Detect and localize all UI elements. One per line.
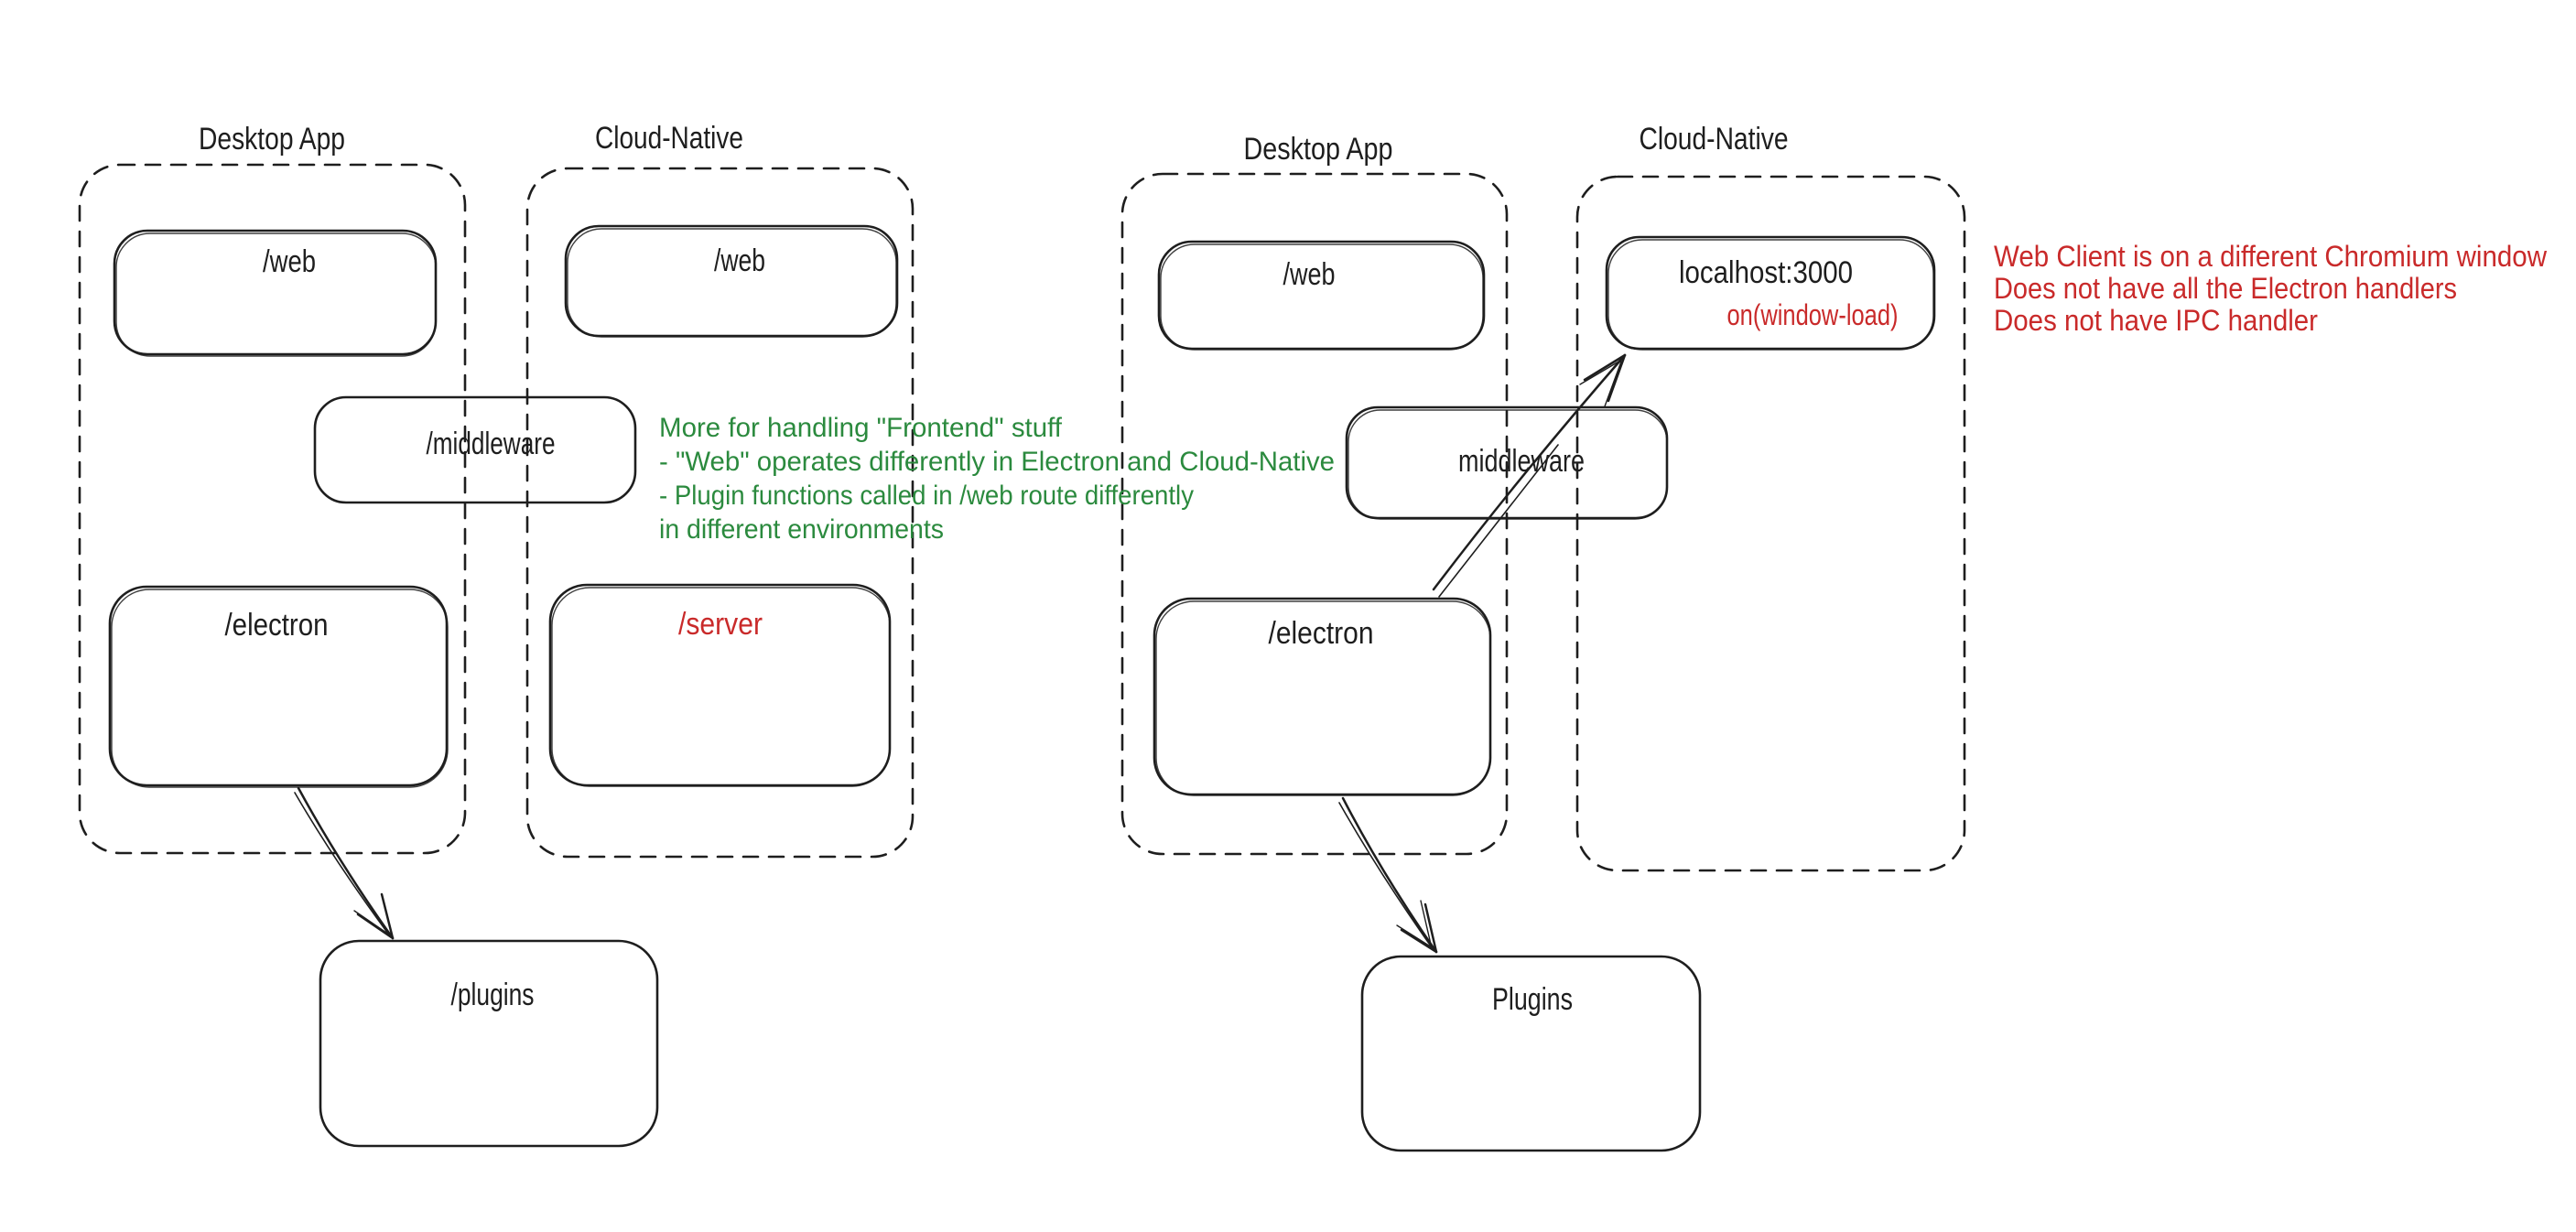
- svg-text:- Plugin functions called in /: - Plugin functions called in /web route …: [659, 481, 1194, 511]
- svg-text:/web: /web: [263, 244, 316, 279]
- svg-text:More for handling "Frontend" s: More for handling "Frontend" stuff: [659, 413, 1063, 443]
- svg-text:/web: /web: [1283, 257, 1336, 292]
- svg-text:/plugins: /plugins: [451, 978, 535, 1012]
- svg-text:on(window-load): on(window-load): [1727, 298, 1899, 331]
- svg-text:Desktop App: Desktop App: [199, 122, 345, 157]
- svg-text:in different environments: in different environments: [659, 514, 944, 545]
- svg-text:Web Client is on a different C: Web Client is on a different Chromium wi…: [1994, 240, 2548, 273]
- svg-text:/web: /web: [714, 243, 765, 278]
- svg-text:- "Web" operates differently i: - "Web" operates differently in Electron…: [659, 447, 1335, 477]
- svg-text:/middleware: /middleware: [427, 427, 556, 461]
- svg-text:/electron: /electron: [225, 608, 329, 643]
- svg-text:Does not have all the Electron: Does not have all the Electron handlers: [1994, 272, 2457, 305]
- svg-text:Cloud-Native: Cloud-Native: [1640, 122, 1789, 157]
- svg-text:middleware: middleware: [1458, 444, 1585, 479]
- svg-text:Cloud-Native: Cloud-Native: [595, 121, 743, 156]
- svg-text:localhost:3000: localhost:3000: [1679, 255, 1853, 290]
- svg-text:/electron: /electron: [1269, 616, 1374, 651]
- svg-text:Desktop App: Desktop App: [1244, 132, 1393, 167]
- svg-text:Does not have IPC handler: Does not have IPC handler: [1994, 304, 2318, 337]
- svg-text:/server: /server: [678, 607, 763, 642]
- svg-text:Plugins: Plugins: [1492, 982, 1573, 1017]
